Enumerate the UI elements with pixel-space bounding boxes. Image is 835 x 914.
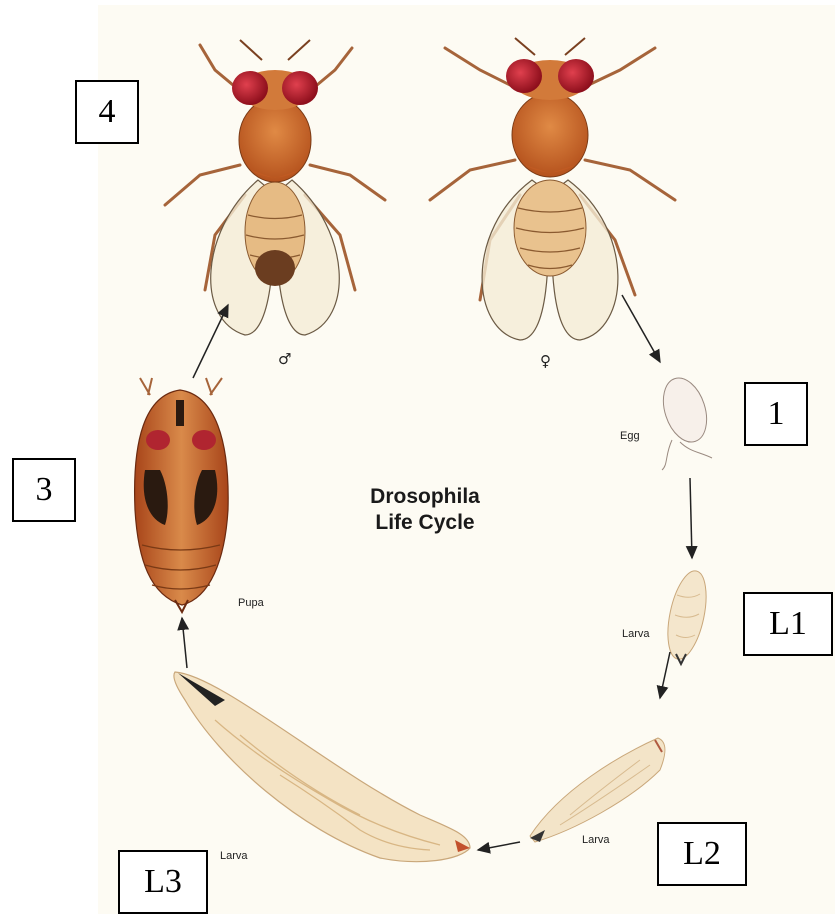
title-line-2: Life Cycle [340, 510, 510, 536]
male-symbol: ♂ [278, 350, 291, 368]
pupa-label: Pupa [238, 597, 264, 609]
egg [656, 372, 714, 470]
arrow-l2-to-l3 [478, 842, 520, 850]
larva-l3-label: Larva [220, 850, 248, 862]
arrow-l1-to-l2 [660, 652, 670, 698]
arrow-adult-to-egg [622, 295, 660, 362]
stage-box-l2: L2 [657, 822, 747, 886]
stage-box-3: 3 [12, 458, 76, 522]
arrow-l3-to-pupa [182, 618, 187, 668]
larva-l1-label: Larva [622, 628, 650, 640]
female-symbol: ♀ [540, 352, 551, 370]
diagram-title: Drosophila Life Cycle [340, 484, 510, 536]
egg-label: Egg [620, 430, 640, 442]
stage-box-1: 1 [744, 382, 808, 446]
arrow-egg-to-l1 [690, 478, 692, 558]
female-fly [430, 38, 675, 340]
larva-l1 [661, 567, 713, 664]
pupa [135, 378, 229, 612]
arrow-pupa-to-adult [193, 305, 228, 378]
male-fly [165, 40, 385, 335]
stage-box-l1: L1 [743, 592, 833, 656]
larva-l2 [530, 738, 665, 842]
stage-box-4: 4 [75, 80, 139, 144]
title-line-1: Drosophila [340, 484, 510, 510]
stage-box-l3: L3 [118, 850, 208, 914]
larva-l2-label: Larva [582, 834, 610, 846]
larva-l3 [174, 672, 470, 862]
